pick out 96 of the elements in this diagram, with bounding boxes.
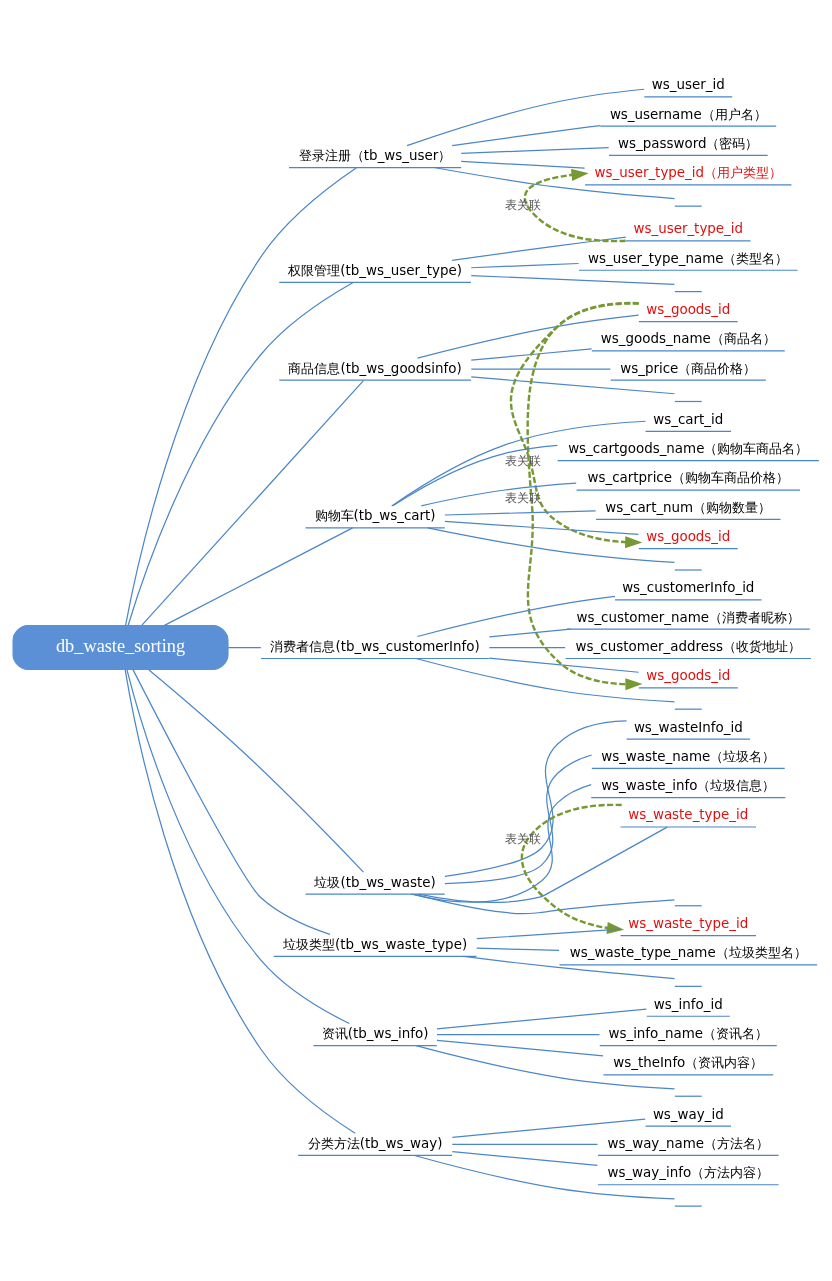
connector: [148, 669, 365, 873]
node-text: 商品信息(tb_ws_goodsinfo): [288, 360, 462, 376]
connector: [406, 88, 645, 147]
connector: [436, 1039, 604, 1057]
node-text: ws_price（商品价格）: [620, 360, 757, 376]
node-text: ws_info_name（资讯名）: [608, 1025, 769, 1041]
node-text: 登录注册（tb_ws_user）: [298, 148, 452, 164]
connector: [417, 826, 668, 903]
connector: [416, 595, 616, 638]
connector: [476, 947, 560, 952]
connector: [444, 510, 597, 516]
connector: [392, 444, 559, 507]
node-text: ws_theInfo（资讯内容）: [613, 1055, 764, 1071]
connector: [416, 314, 640, 359]
connector: [444, 720, 628, 877]
connector: [444, 520, 640, 535]
connector: [451, 1143, 599, 1146]
connector: [470, 368, 611, 370]
node-text: ws_user_type_id: [633, 221, 744, 237]
node-bar: [674, 291, 703, 293]
node-text: ws_goods_id: [646, 668, 731, 684]
node-text: ws_waste_type_id: [628, 916, 749, 932]
node-text: 垃圾(tb_ws_waste): [314, 874, 436, 890]
connector: [410, 784, 592, 903]
node-text: ws_info_id: [653, 996, 723, 1012]
node-text: ws_cartprice（购物车商品价格）: [587, 470, 790, 486]
connector: [420, 482, 577, 507]
arrow: [526, 301, 643, 691]
node-text: ws_password（密码）: [618, 135, 759, 151]
connector: [126, 668, 350, 1025]
connector: [476, 928, 621, 940]
connector: [414, 893, 676, 915]
connector: [470, 348, 593, 361]
node-text: ws_cartgoods_name（购物车商品名）: [568, 441, 809, 457]
node-text: 权限管理(tb_ws_user_type): [288, 262, 462, 278]
node-text: ws_waste_type_name（垃圾类型名）: [569, 945, 807, 961]
node-text: ws_waste_type_id: [628, 807, 749, 823]
node-text: 购物车(tb_ws_cart): [314, 508, 436, 524]
node-bar: [674, 985, 703, 987]
connector: [436, 1008, 647, 1030]
connector: [470, 262, 580, 269]
connector: [391, 420, 647, 507]
node-text: ws_customer_name（消费者昵称）: [576, 609, 801, 625]
connector: [451, 1151, 599, 1166]
node-text: ws_waste_info（垃圾信息）: [601, 778, 776, 794]
node-text: ws_way_info（方法内容）: [607, 1165, 770, 1181]
arrow: [509, 302, 643, 549]
edge-label: 表关联: [505, 197, 542, 212]
node-bar: [674, 569, 703, 571]
connector: [413, 1154, 676, 1200]
node-text: ws_goods_id: [646, 529, 731, 545]
node-text: 资讯(tb_ws_info): [321, 1025, 429, 1041]
node-text: ws_way_id: [652, 1106, 724, 1122]
node-text: ws_goods_id: [646, 301, 731, 317]
connector: [124, 669, 356, 1134]
node-text: ws_username（用户名）: [609, 106, 767, 122]
connector: [141, 380, 365, 626]
connector: [436, 1033, 601, 1036]
node-text: ws_goods_name（商品名）: [600, 331, 776, 347]
connector: [488, 628, 572, 638]
connector: [227, 646, 262, 649]
connector: [132, 669, 331, 935]
node-box: db_waste_sorting: [12, 624, 229, 671]
node-text: ws_way_name（方法名）: [607, 1135, 770, 1151]
connector: [460, 160, 586, 169]
node-text: 消费者信息(tb_ws_customerInfo): [270, 638, 480, 654]
node-text: ws_customer_address（收货地址）: [575, 638, 801, 654]
node-text: ws_wasteInfo_id: [633, 719, 743, 735]
node-text: ws_cart_id: [653, 411, 724, 427]
connector: [163, 527, 354, 626]
node-bar: [674, 1095, 703, 1097]
node-text: ws_user_type_name（类型名）: [588, 250, 789, 266]
connector: [444, 754, 593, 885]
node-text: ws_user_type_id（用户类型）: [594, 165, 783, 181]
node-text: ws_waste_name（垃圾名）: [601, 748, 776, 764]
node-bar: [674, 205, 703, 207]
connector: [127, 281, 354, 626]
connector: [460, 146, 610, 154]
connector: [451, 125, 601, 147]
connector: [451, 236, 627, 262]
connector: [488, 657, 640, 673]
node-text: ws_customerInfo_id: [622, 580, 755, 596]
edge-label: 表关联: [505, 832, 542, 847]
node-bar: [674, 708, 703, 710]
node-bar: [674, 905, 703, 907]
node-bar: [674, 400, 703, 403]
node-bar: [674, 1205, 703, 1207]
connector: [488, 646, 566, 649]
node-text: ws_user_id: [651, 77, 725, 93]
arrow: [523, 168, 626, 243]
arrow: [520, 803, 625, 934]
node-text: 垃圾类型(tb_ws_waste_type): [283, 936, 468, 952]
connector: [451, 1118, 646, 1138]
node-text: ws_cart_num（购物数量）: [605, 499, 772, 515]
node-text: 分类方法(tb_ws_way): [307, 1135, 443, 1151]
connector: [124, 167, 358, 627]
